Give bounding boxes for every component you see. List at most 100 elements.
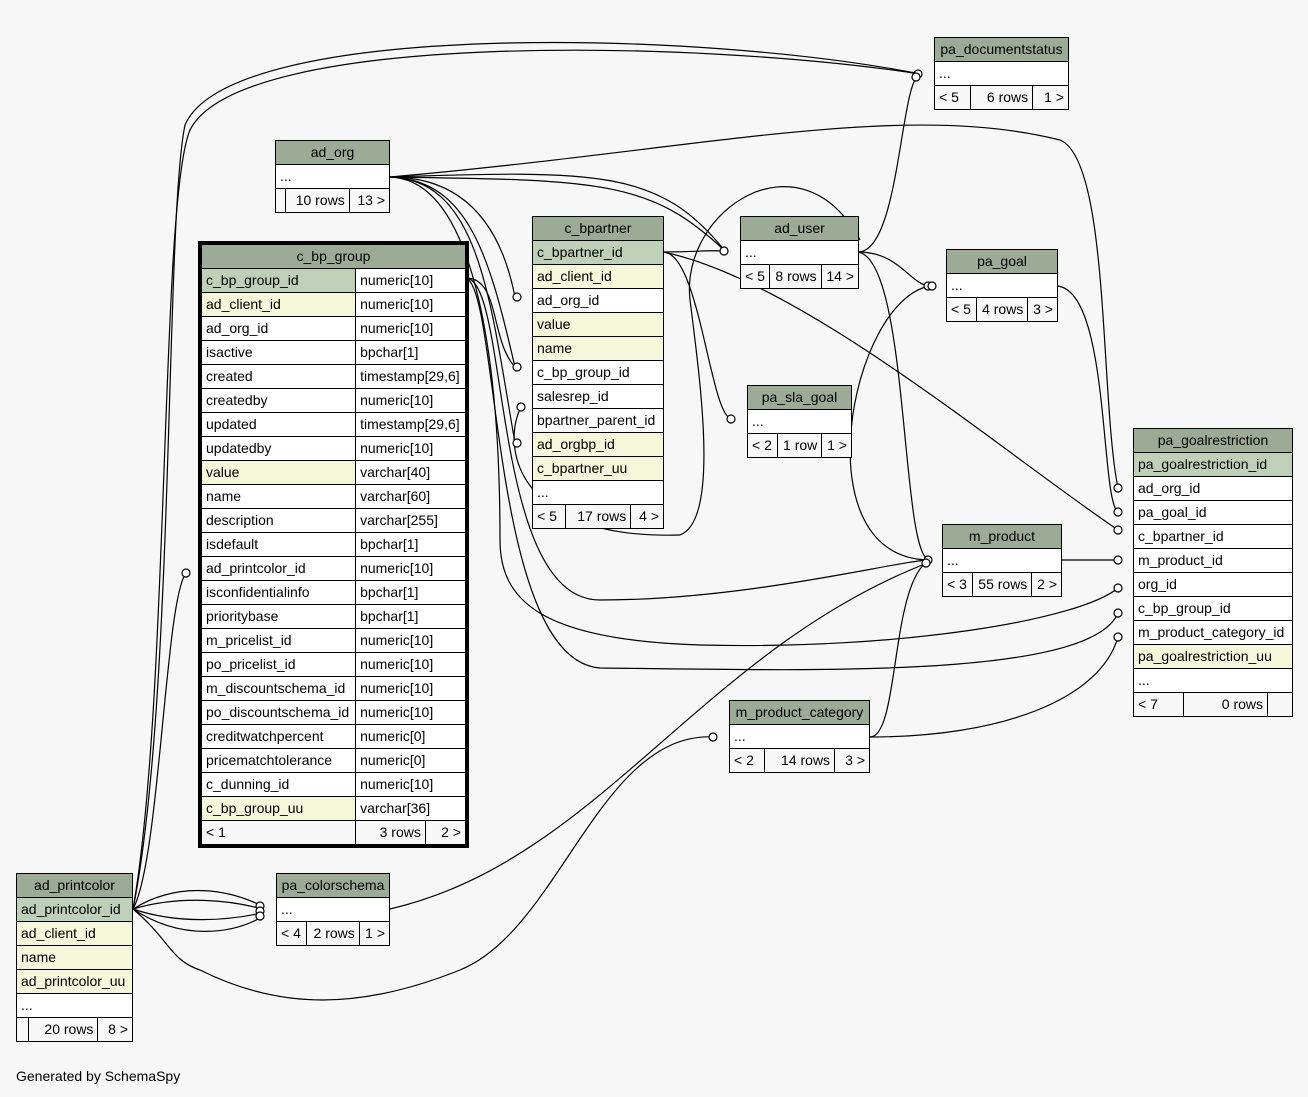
parents-count[interactable]: < 7 [1133, 692, 1184, 717]
table-column: c_bpartner_id [1133, 524, 1293, 549]
column-name: pricematchtolerance [200, 748, 357, 773]
parents-count[interactable]: < 5 [946, 297, 977, 322]
table-title[interactable]: pa_goalrestriction [1133, 428, 1293, 453]
table-title[interactable]: c_bp_group [201, 244, 466, 269]
table-column: c_bp_group_id [1133, 596, 1293, 621]
children-count[interactable]: 1 > [821, 433, 852, 458]
table-column: ... [276, 897, 390, 922]
children-count[interactable]: 3 > [834, 748, 870, 773]
row-count: 2 rows [306, 921, 360, 946]
column-type: varchar[36] [355, 796, 466, 821]
table-ad-printcolor[interactable]: ad_printcolor ad_printcolor_id ad_client… [16, 873, 133, 1042]
column-type: numeric[0] [355, 748, 466, 773]
column-type: bpchar[1] [355, 604, 466, 629]
parents-count[interactable]: < 3 [942, 572, 973, 597]
column-name: prioritybase [200, 604, 357, 629]
column-name: isdefault [200, 532, 357, 557]
column-type: varchar[255] [355, 508, 466, 533]
column-name: c_dunning_id [200, 772, 357, 797]
table-title[interactable]: m_product [942, 524, 1062, 549]
row-count: 0 rows [1183, 692, 1268, 717]
row-count: 17 rows [564, 504, 632, 529]
table-column: ad_client_id [532, 264, 664, 289]
table-column: ... [942, 548, 1062, 573]
row-count: 4 rows [975, 297, 1029, 322]
parents-count[interactable]: < 5 [532, 504, 566, 529]
table-column: org_id [1133, 572, 1293, 597]
parents-count[interactable]: < 2 [729, 748, 765, 773]
table-title[interactable]: pa_colorschema [276, 873, 390, 898]
children-count[interactable]: 8 > [97, 1017, 133, 1042]
table-title[interactable]: c_bpartner [532, 216, 664, 241]
column-name: createdby [200, 388, 357, 413]
column-type: bpchar[1] [355, 532, 466, 557]
table-column: ... [532, 480, 664, 505]
children-count[interactable]: 13 > [348, 188, 391, 213]
table-title[interactable]: ad_user [740, 216, 859, 241]
children-count[interactable]: 2 > [1031, 572, 1062, 597]
table-column: ... [1133, 668, 1293, 693]
generated-by-label: Generated by SchemaSpy [16, 1068, 181, 1084]
parents-count[interactable]: < 1 [200, 820, 357, 845]
row-count: 1 row [776, 433, 823, 458]
column-type: numeric[10] [355, 316, 466, 341]
table-pa-goalrestriction[interactable]: pa_goalrestriction pa_goalrestriction_id… [1133, 428, 1293, 717]
table-column: name [16, 945, 133, 970]
children-count[interactable]: 1 > [358, 921, 391, 946]
children-count[interactable]: 1 > [1032, 85, 1069, 110]
table-title[interactable]: ad_org [275, 140, 390, 165]
parents-count[interactable] [275, 188, 286, 213]
column-type: numeric[10] [355, 268, 466, 293]
column-name: ad_org_id [200, 316, 357, 341]
children-count[interactable]: 4 > [630, 504, 664, 529]
parents-count[interactable]: < 5 [739, 264, 771, 289]
column-type: numeric[10] [355, 388, 466, 413]
parents-count[interactable]: < 4 [275, 921, 308, 946]
children-count[interactable] [1267, 692, 1293, 717]
parents-count[interactable]: < 2 [747, 433, 778, 458]
column-type: numeric[10] [355, 556, 466, 581]
column-pk: c_bpartner_id [532, 240, 664, 265]
table-title[interactable]: pa_sla_goal [747, 385, 852, 410]
parents-count[interactable] [16, 1017, 29, 1042]
table-column: ... [275, 164, 390, 189]
children-count[interactable]: 2 > [424, 820, 467, 845]
table-title[interactable]: m_product_category [729, 700, 870, 725]
table-c-bpartner[interactable]: c_bpartner c_bpartner_id ad_client_id ad… [532, 216, 664, 529]
column-type: numeric[0] [355, 724, 466, 749]
column-name: ad_printcolor_id [200, 556, 357, 581]
table-title[interactable]: ad_printcolor [16, 873, 133, 898]
table-title[interactable]: pa_goal [946, 249, 1058, 274]
table-column: ... [16, 993, 133, 1018]
table-title[interactable]: pa_documentstatus [934, 37, 1069, 62]
children-count[interactable]: 14 > [820, 264, 860, 289]
column-type: numeric[10] [355, 436, 466, 461]
column-name: isactive [200, 340, 357, 365]
column-type: numeric[10] [355, 292, 466, 317]
column-type: numeric[10] [355, 652, 466, 677]
table-column: pa_goal_id [1133, 500, 1293, 525]
children-count[interactable]: 3 > [1027, 297, 1058, 322]
column-name: po_discountschema_id [200, 700, 357, 725]
column-name: value [200, 460, 357, 485]
parents-count[interactable]: < 5 [934, 85, 971, 110]
table-column: ... [740, 240, 859, 265]
